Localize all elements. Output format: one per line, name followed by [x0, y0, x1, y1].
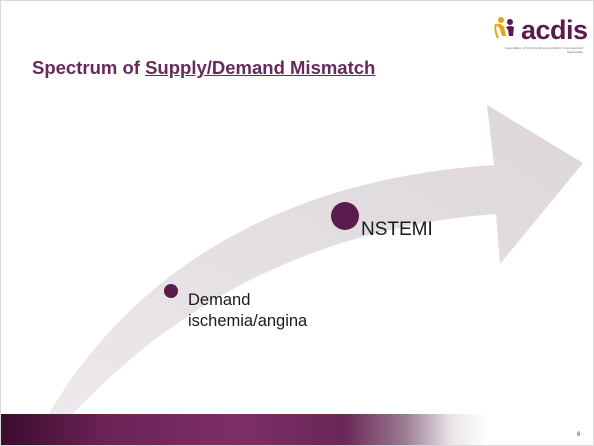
- title-underlined: Supply/Demand Mismatch: [145, 57, 376, 78]
- demand-ischemia-marker: [164, 284, 178, 298]
- nstemi-label: NSTEMI: [361, 219, 433, 240]
- curved-arrow: [36, 105, 583, 437]
- nstemi-marker: [331, 202, 359, 230]
- slide-title: Spectrum of Supply/Demand Mismatch: [32, 57, 375, 79]
- demand-ischemia-label: Demand ischemia/angina: [188, 290, 307, 332]
- page-number: 6: [577, 432, 581, 438]
- footer-bar: [0, 414, 594, 446]
- logo-figures-icon: [494, 17, 514, 39]
- demand-label-line1: Demand: [188, 291, 251, 309]
- acdis-logo: acdis Association of Clinical Documentat…: [490, 14, 588, 58]
- logo-wordmark: acdis: [521, 15, 588, 45]
- demand-label-line2: ischemia/angina: [188, 312, 308, 330]
- logo-tagline: Association of Clinical Documentation Im…: [505, 46, 583, 54]
- title-prefix: Spectrum of: [32, 57, 146, 78]
